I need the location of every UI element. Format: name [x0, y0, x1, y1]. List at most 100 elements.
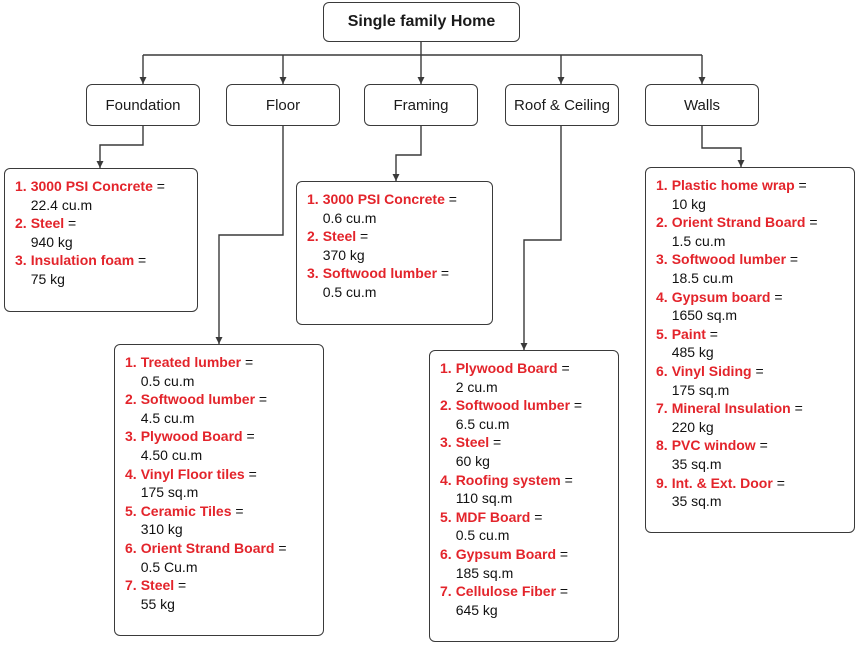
equals-sign: = — [274, 539, 287, 556]
arrow-foundation-list — [96, 126, 144, 168]
material-quantity: 10 kg — [671, 195, 706, 212]
equals-sign: = — [751, 362, 764, 379]
item-number: 2. — [440, 397, 452, 414]
material-item: 8.PVC window =35 sq.m — [656, 436, 848, 473]
item-text: 3000 PSI Concrete =22.4 cu.m — [31, 177, 191, 214]
material-name: Treated lumber — [140, 354, 242, 370]
item-text: Plywood Board =2 cu.m — [456, 359, 612, 396]
item-number: 6. — [125, 539, 137, 556]
item-number: 1. — [656, 177, 668, 193]
material-quantity: 55 kg — [140, 595, 175, 612]
material-item: 3.Softwood lumber =18.5 cu.m — [656, 250, 848, 287]
item-number: 5. — [656, 325, 668, 342]
item-number: 3. — [307, 265, 319, 282]
material-name: Plywood Board — [455, 360, 558, 376]
material-name: Steel — [455, 434, 490, 451]
material-item: 1.Treated lumber =0.5 cu.m — [125, 353, 317, 390]
item-text: Treated lumber =0.5 cu.m — [141, 353, 317, 390]
item-number: 1. — [440, 360, 452, 376]
item-text: Gypsum Board =185 sq.m — [456, 545, 612, 582]
item-text: Steel =60 kg — [456, 433, 612, 470]
arrow-roof-list — [520, 126, 562, 350]
material-quantity: 175 sq.m — [140, 484, 199, 501]
material-quantity: 22.4 cu.m — [30, 196, 93, 213]
item-number: 6. — [656, 362, 668, 379]
arrow-floor-list — [215, 126, 284, 344]
equals-sign: = — [244, 465, 257, 482]
material-quantity: 60 kg — [455, 452, 490, 469]
item-text: Cellulose Fiber =645 kg — [456, 582, 612, 619]
item-number: 7. — [440, 583, 452, 600]
item-text: Softwood lumber =6.5 cu.m — [456, 396, 612, 433]
material-quantity: 4.50 cu.m — [140, 446, 203, 463]
item-number: 2. — [125, 391, 137, 408]
item-text: PVC window =35 sq.m — [672, 436, 848, 473]
equals-sign: = — [530, 508, 543, 525]
material-item: 2.Steel =940 kg — [15, 214, 191, 251]
equals-sign: = — [231, 502, 244, 519]
item-text: Insulation foam = 75 kg — [31, 251, 191, 288]
material-item: 2.Softwood lumber =4.5 cu.m — [125, 390, 317, 427]
material-item: 5.Ceramic Tiles =310 kg — [125, 502, 317, 539]
equals-sign: = — [134, 252, 147, 269]
equals-sign: = — [437, 265, 450, 282]
material-name: Gypsum Board — [455, 545, 557, 562]
material-item: 7.Steel =55 kg — [125, 576, 317, 613]
item-text: Paint =485 kg — [672, 325, 848, 362]
material-name: Orient Strand Board — [140, 539, 275, 556]
material-item: 5. MDF Board =0.5 cu.m — [440, 508, 612, 545]
material-item: 7.Cellulose Fiber =645 kg — [440, 582, 612, 619]
material-quantity: 175 sq.m — [671, 381, 730, 398]
item-number: 7. — [125, 577, 137, 594]
material-quantity: 35 sq.m — [671, 455, 722, 472]
material-name: Cellulose Fiber — [455, 583, 557, 600]
material-item: 6.Vinyl Siding =175 sq.m — [656, 362, 848, 399]
material-name: Gypsum board — [671, 288, 771, 305]
equals-sign: = — [790, 400, 803, 417]
material-name: Mineral Insulation — [671, 400, 791, 417]
material-name: Softwood lumber — [322, 265, 438, 282]
material-quantity: 940 kg — [30, 233, 73, 250]
item-number: 2. — [656, 214, 668, 231]
item-text: Ceramic Tiles =310 kg — [141, 502, 317, 539]
equals-sign: = — [489, 434, 502, 451]
item-number: 3. — [656, 251, 668, 268]
material-name: Steel — [140, 577, 175, 594]
material-item: 3.Plywood Board =4.50 cu.m — [125, 427, 317, 464]
material-name: PVC window — [671, 437, 756, 454]
item-text: Orient Strand Board =1.5 cu.m — [672, 213, 848, 250]
equals-sign: = — [152, 178, 165, 194]
category-roof-ceiling: Roof & Ceiling — [505, 84, 619, 126]
material-item: 3.Steel =60 kg — [440, 433, 612, 470]
material-name: MDF Board — [455, 508, 531, 525]
material-name: Vinyl Floor tiles — [140, 465, 245, 482]
material-item: 1.Plastic home wrap =10 kg — [656, 176, 848, 213]
material-quantity: 0.5 Cu.m — [140, 558, 198, 575]
item-number: 1. — [307, 191, 319, 207]
item-number: 5. — [125, 502, 137, 519]
material-name: Insulation foam — [30, 252, 135, 269]
material-quantity: 75 kg — [30, 270, 65, 287]
equals-sign: = — [805, 214, 818, 231]
material-quantity: 18.5 cu.m — [671, 269, 734, 286]
equals-sign: = — [705, 325, 718, 342]
material-item: 2.Softwood lumber =6.5 cu.m — [440, 396, 612, 433]
material-item: 5.Paint =485 kg — [656, 325, 848, 362]
category-foundation: Foundation — [86, 84, 200, 126]
material-quantity: 4.5 cu.m — [140, 409, 195, 426]
material-quantity: 1650 sq.m — [671, 307, 738, 324]
item-number: 4. — [440, 471, 452, 488]
equals-sign: = — [794, 177, 807, 193]
item-text: Gypsum board =1650 sq.m — [672, 288, 848, 325]
equals-sign: = — [255, 391, 268, 408]
material-item: 1.3000 PSI Concrete =22.4 cu.m — [15, 177, 191, 214]
item-text: Steel =940 kg — [31, 214, 191, 251]
equals-sign: = — [242, 428, 255, 445]
item-number: 9. — [656, 474, 668, 491]
material-item: 4.Vinyl Floor tiles =175 sq.m — [125, 465, 317, 502]
